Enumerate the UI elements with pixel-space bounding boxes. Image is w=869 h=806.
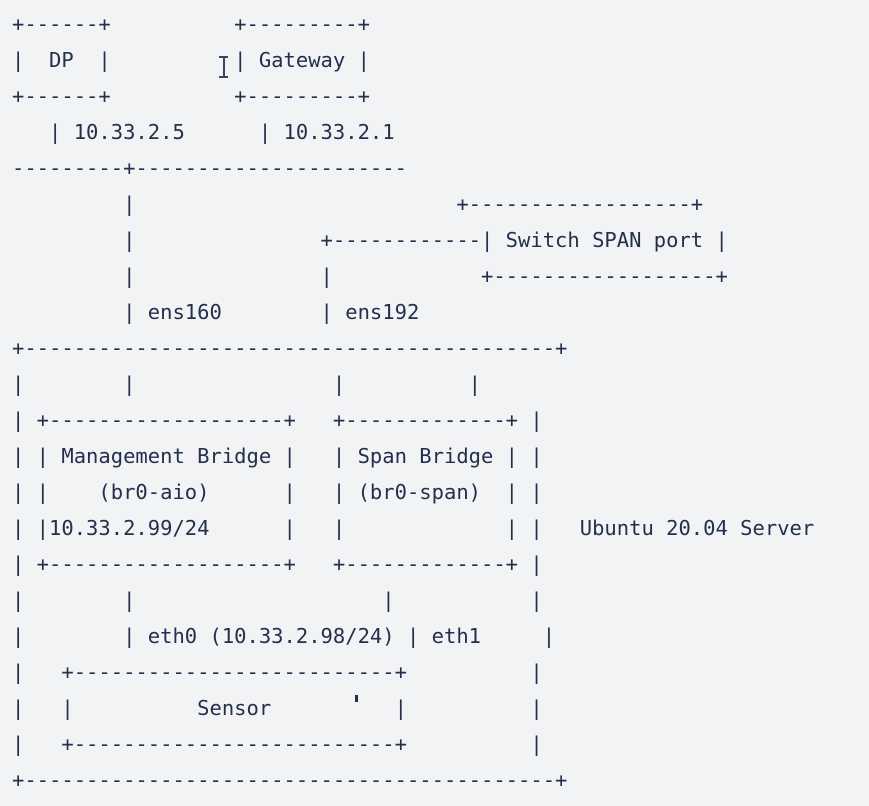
ascii-line: | | (br0-aio) | | (br0-span) | |	[12, 480, 543, 504]
ascii-line: +------+ +---------+	[12, 12, 370, 36]
ascii-line: | +--------------------------+ |	[12, 732, 543, 756]
ascii-line: | +------------------+	[12, 192, 704, 216]
ascii-line: +------+ +---------+	[12, 84, 370, 108]
ascii-line: | |10.33.2.99/24 | | | | Ubuntu 20.04 Se…	[12, 516, 815, 540]
ascii-line: | | | |	[12, 588, 543, 612]
ascii-network-diagram: +------+ +---------+ | DP | | Gateway | +-…	[12, 12, 815, 792]
ascii-line: +---------------------------------------…	[12, 336, 568, 360]
ascii-line: ---------+----------------------	[12, 156, 407, 180]
ascii-line: | +------------| Switch SPAN port |	[12, 228, 728, 252]
ascii-line: | | Sensor | |	[12, 696, 543, 720]
ascii-line: | | +------------------+	[12, 264, 728, 288]
ascii-line: | +--------------------------+ |	[12, 660, 543, 684]
ascii-line: | | eth0 (10.33.2.98/24) | eth1 |	[12, 624, 556, 648]
ascii-line: | | Management Bridge | | Span Bridge | …	[12, 444, 543, 468]
ascii-line: | DP | | Gateway |	[12, 48, 370, 72]
ascii-line: | ens160 | ens192	[12, 300, 420, 324]
ascii-line: | 10.33.2.5 | 10.33.2.1	[12, 120, 395, 144]
ascii-line: +---------------------------------------…	[12, 768, 568, 792]
ascii-line: | +-------------------+ +-------------+ …	[12, 408, 543, 432]
ascii-line: | +-------------------+ +-------------+ …	[12, 552, 543, 576]
ascii-line: | | | |	[12, 372, 481, 396]
